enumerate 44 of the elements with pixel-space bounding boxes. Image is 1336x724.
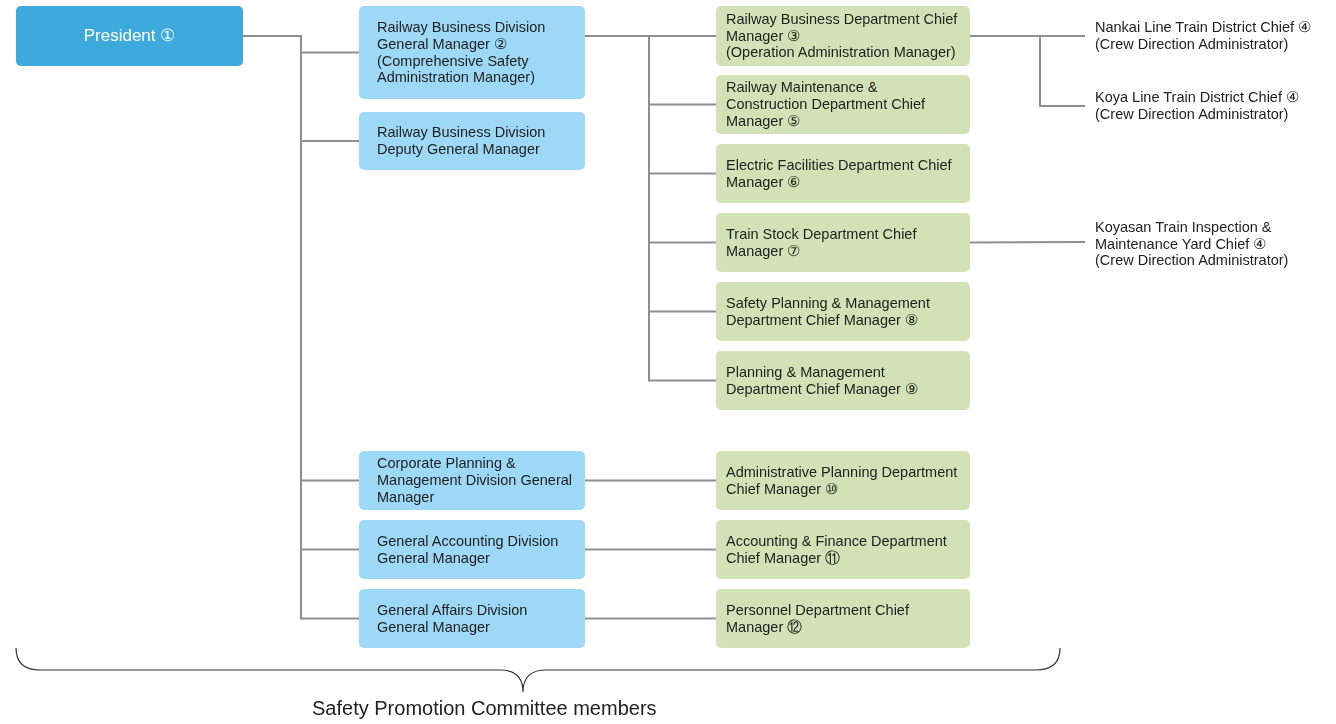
role-title: Koyasan Train Inspection & Maintenance Yard Chief ④ (1095, 218, 1273, 253)
role-title: Railway Business Division Deputy General Manager (377, 124, 547, 158)
connector-line (969, 241, 1086, 244)
role-title: Corporate Planning & Management Division General Manager (377, 455, 574, 506)
role-title: Railway Business Department Chief Manager ③ (726, 10, 959, 45)
connector-line (584, 479, 717, 482)
division-box (359, 112, 585, 170)
connector-line (584, 617, 717, 620)
brace-caption: Safety Promotion Committee members (312, 697, 657, 720)
role-title: Personnel Department Chief Manager ⑫ (726, 601, 910, 636)
department-box (716, 282, 970, 341)
role-title: Nankai Line Train District Chief ④ (1095, 19, 1313, 36)
department-box (716, 213, 970, 272)
role-note: (Crew Direction Administrator) (1095, 252, 1290, 270)
role-title: Electric Facilities Department Chief Manager ⑥ (726, 156, 953, 191)
role-note: (Crew Direction Administrator) (1095, 106, 1290, 123)
role-title: Train Stock Department Chief Manager ⑦ (726, 225, 918, 260)
role-title: Planning & Management Department Chief Manager ⑨ (726, 363, 919, 398)
role-title: General Accounting Division General Manager (377, 532, 560, 567)
department-box (716, 6, 970, 66)
connector-line (969, 35, 1086, 107)
department-box (716, 351, 970, 410)
department-box (716, 520, 970, 579)
division-box (359, 6, 585, 99)
role-title: Administrative Planning Department Chief Manager ⑩ (726, 463, 959, 498)
role-note: (Crew Direction Administrator) (1095, 36, 1290, 53)
department-box (716, 589, 970, 648)
role-title: Railway Business Division General Manager ② (377, 18, 547, 53)
role-title: President ① (83, 26, 176, 46)
role-title: General Affairs Division General Manager (377, 601, 529, 636)
division-box (359, 451, 585, 510)
role-note: (Operation Administration Manager) (726, 44, 957, 62)
role-title: Safety Planning & Management Department Chief Manager ⑧ (726, 294, 931, 329)
department-box (716, 144, 970, 203)
role-title: Railway Maintenance & Construction Department Chief Manager ⑤ (726, 79, 927, 130)
role-note: (Comprehensive Safety Administration Manager) (377, 52, 536, 87)
president-box (16, 6, 243, 66)
role-title: Accounting & Finance Department Chief Manager ⑪ (726, 532, 948, 567)
connector-line (584, 548, 717, 551)
division-box (359, 520, 585, 579)
department-box (716, 75, 970, 134)
role-title: Koya Line Train District Chief ④ (1095, 89, 1300, 106)
division-box (359, 589, 585, 648)
department-box (716, 451, 970, 510)
